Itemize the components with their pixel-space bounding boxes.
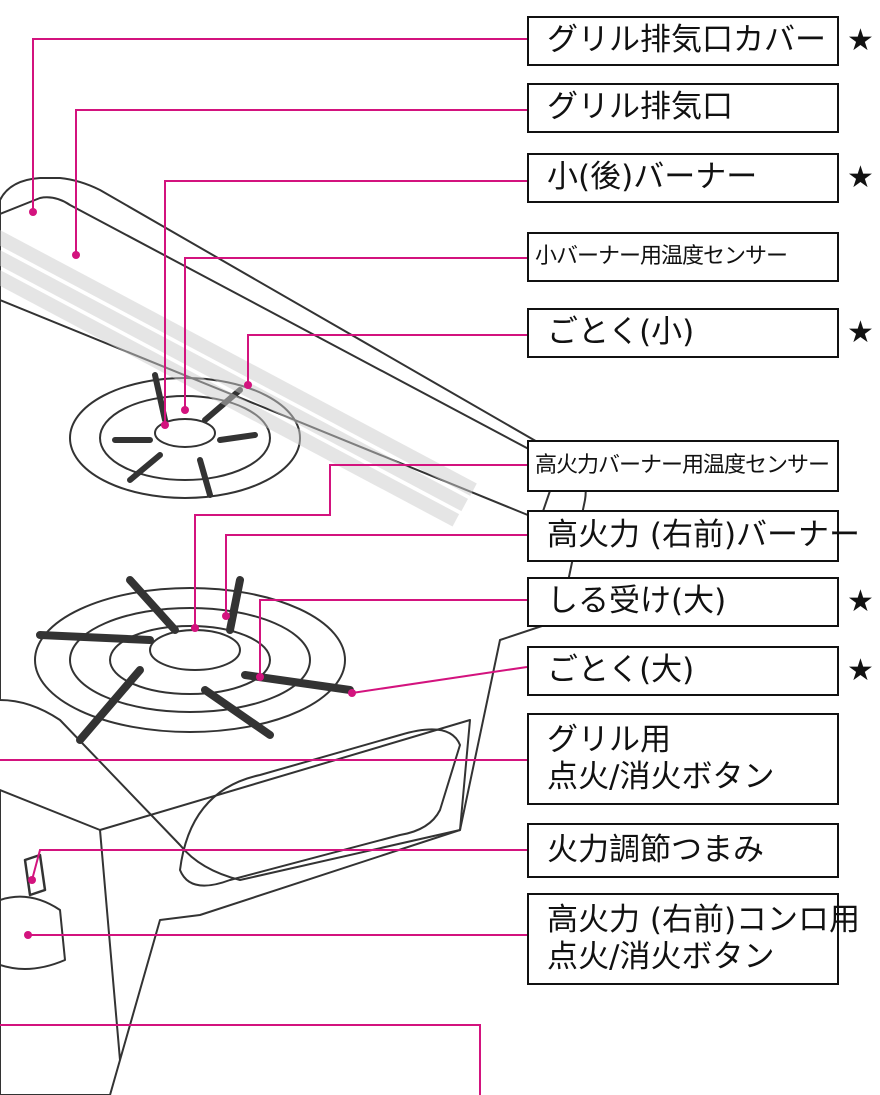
callout-label-box: 火力調節つまみ <box>527 823 839 878</box>
callout-label-text: しる受け(大) <box>547 583 727 620</box>
leader-line <box>259 599 527 677</box>
large-trivet-arms <box>36 576 354 744</box>
leader-endpoint-dot <box>244 381 252 389</box>
callout-label-box: ごとく(小) <box>527 308 839 358</box>
leader-endpoint-dot <box>181 406 189 414</box>
callout-label-line: 点火/消火ボタン <box>547 759 775 795</box>
leader-endpoint-dot <box>161 421 169 429</box>
leader-endpoint-dot <box>72 251 80 259</box>
callout-label-box: 高火力 (右前)バーナー <box>527 510 860 562</box>
star-mark: ★ <box>847 653 874 688</box>
callout-label-box: グリル排気口カバー <box>527 16 839 66</box>
leader-endpoint-dot <box>191 624 199 632</box>
callout-label-text: ごとく(大) <box>547 652 695 689</box>
leader-line <box>247 334 527 385</box>
callout-label-line: 高火力 (右前)コンロ用 <box>547 901 861 938</box>
ignition-button <box>0 895 66 970</box>
leader-line <box>194 464 527 628</box>
large-burner-ring <box>34 587 346 733</box>
leader-line <box>32 38 527 212</box>
leader-endpoint-dot <box>28 876 36 884</box>
star-mark: ★ <box>847 584 874 619</box>
callout-label-text: 高火力バーナー用温度センサー <box>535 452 830 478</box>
leader-line <box>164 180 527 425</box>
vent-holes-pattern <box>0 229 477 527</box>
leader-endpoint-dot <box>348 689 356 697</box>
callout-label-line: 点火/消火ボタン <box>547 939 775 975</box>
side-window <box>179 728 461 887</box>
star-mark: ★ <box>847 23 874 58</box>
leader-line <box>0 1024 481 1095</box>
callout-label-text: グリル排気口 <box>547 89 733 126</box>
callout-label-box: ごとく(大) <box>527 646 839 696</box>
star-mark: ★ <box>847 160 874 195</box>
side-panel <box>99 719 471 1061</box>
leader-line <box>184 257 527 410</box>
callout-label-text: 小バーナー用温度センサー <box>535 243 788 269</box>
callout-label-text: ごとく(小) <box>547 314 695 351</box>
leader-lines <box>0 38 528 1095</box>
leader-endpoint-dot <box>256 673 264 681</box>
leader-endpoint-dot <box>222 612 230 620</box>
callout-label-box: 高火力 (右前)コンロ用点火/消火ボタン <box>527 893 860 985</box>
callout-label-box: 高火力バーナー用温度センサー <box>527 440 839 492</box>
callout-label-box: 小バーナー用温度センサー <box>527 232 839 282</box>
leader-line <box>225 534 527 616</box>
small-trivet-arms <box>112 372 258 498</box>
leader-endpoint-dot <box>24 931 32 939</box>
star-mark: ★ <box>847 315 874 350</box>
callout-label-text: 小(後)バーナー <box>547 159 758 196</box>
leader-endpoint-dot <box>29 208 37 216</box>
callout-label-text: 火力調節つまみ <box>547 831 764 868</box>
control-knob <box>23 853 47 897</box>
grill-vent-panel <box>0 196 554 521</box>
callout-label-text: グリル排気口カバー <box>547 22 826 59</box>
callout-label-box: グリル用点火/消火ボタン <box>527 713 839 805</box>
large-burner-inner <box>109 625 271 695</box>
leader-line <box>351 666 528 694</box>
callout-label-box: 小(後)バーナー <box>527 153 839 203</box>
callout-label-text: 高火力 (右前)バーナー <box>547 517 861 554</box>
callout-label-line: グリル用 <box>547 721 671 758</box>
leader-line <box>75 109 527 255</box>
front-panel <box>0 789 121 1095</box>
large-burner-cap <box>149 629 241 671</box>
callout-label-box: グリル排気口 <box>527 83 839 133</box>
small-burner-cap <box>154 418 216 448</box>
leader-line <box>31 849 527 881</box>
stove-top-outline <box>0 177 587 881</box>
large-burner-mid <box>69 607 311 713</box>
callout-label-box: しる受け(大) <box>527 577 839 627</box>
leader-endpoints <box>24 208 356 939</box>
